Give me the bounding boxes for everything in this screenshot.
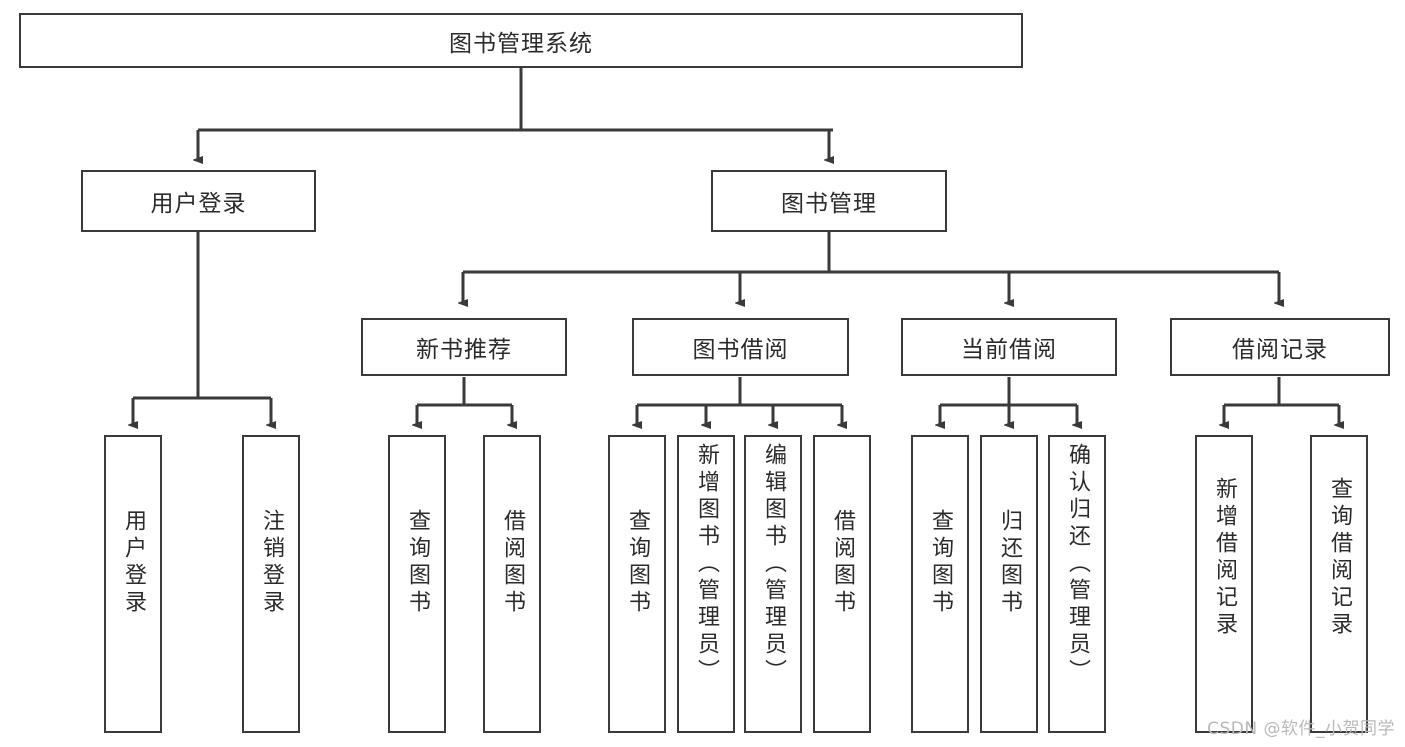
node-leaf-query-book-3[interactable]: 查询图书 bbox=[911, 435, 969, 733]
node-leaf-borrow-book-2-label: 借阅图书 bbox=[830, 509, 855, 617]
node-leaf-query-book-3-label: 查询图书 bbox=[928, 509, 953, 617]
node-leaf-add-book[interactable]: 新增图书（管理员） bbox=[677, 435, 735, 733]
node-current-borrow-label: 当前借阅 bbox=[961, 337, 1057, 363]
node-root-label: 图书管理系统 bbox=[449, 30, 593, 57]
node-new-book-recommend-label: 新书推荐 bbox=[416, 337, 512, 363]
node-leaf-return-book-label: 归还图书 bbox=[997, 509, 1022, 617]
node-leaf-query-book-1[interactable]: 查询图书 bbox=[388, 435, 446, 733]
node-book-management[interactable]: 图书管理 bbox=[711, 170, 947, 232]
node-borrow-record-label: 借阅记录 bbox=[1232, 337, 1328, 363]
node-leaf-user-login[interactable]: 用户登录 bbox=[104, 435, 162, 733]
node-leaf-borrow-book-2[interactable]: 借阅图书 bbox=[813, 435, 871, 733]
node-leaf-user-login-label: 用户登录 bbox=[121, 509, 146, 617]
node-borrow-record[interactable]: 借阅记录 bbox=[1170, 318, 1390, 376]
node-leaf-add-book-label: 新增图书（管理员） bbox=[694, 443, 719, 686]
node-leaf-return-book[interactable]: 归还图书 bbox=[980, 435, 1038, 733]
node-leaf-confirm-return-label: 确认归还（管理员） bbox=[1065, 443, 1090, 686]
node-book-management-label: 图书管理 bbox=[781, 191, 877, 217]
node-leaf-query-book-2[interactable]: 查询图书 bbox=[608, 435, 666, 733]
node-current-borrow[interactable]: 当前借阅 bbox=[901, 318, 1117, 376]
node-leaf-edit-book[interactable]: 编辑图书（管理员） bbox=[744, 435, 802, 733]
node-leaf-query-record-label: 查询借阅记录 bbox=[1327, 477, 1352, 639]
node-leaf-borrow-book-1-label: 借阅图书 bbox=[500, 509, 525, 617]
node-leaf-query-book-2-label: 查询图书 bbox=[625, 509, 650, 617]
node-leaf-logout-login[interactable]: 注销登录 bbox=[242, 435, 300, 733]
node-leaf-borrow-book-1[interactable]: 借阅图书 bbox=[483, 435, 541, 733]
node-user-login[interactable]: 用户登录 bbox=[81, 170, 316, 232]
node-leaf-add-record[interactable]: 新增借阅记录 bbox=[1195, 435, 1253, 733]
node-leaf-query-record[interactable]: 查询借阅记录 bbox=[1310, 435, 1368, 733]
watermark: CSDN @软件_小贺同学 bbox=[1207, 719, 1395, 739]
node-leaf-confirm-return[interactable]: 确认归还（管理员） bbox=[1048, 435, 1106, 733]
node-book-borrow[interactable]: 图书借阅 bbox=[632, 318, 849, 376]
node-leaf-edit-book-label: 编辑图书（管理员） bbox=[761, 443, 786, 686]
node-new-book-recommend[interactable]: 新书推荐 bbox=[361, 318, 567, 376]
node-leaf-add-record-label: 新增借阅记录 bbox=[1212, 477, 1237, 639]
node-book-borrow-label: 图书借阅 bbox=[692, 337, 789, 363]
node-root[interactable]: 图书管理系统 bbox=[19, 13, 1023, 68]
node-user-login-label: 用户登录 bbox=[150, 191, 247, 217]
node-leaf-query-book-1-label: 查询图书 bbox=[405, 509, 430, 617]
node-leaf-logout-login-label: 注销登录 bbox=[259, 509, 284, 617]
